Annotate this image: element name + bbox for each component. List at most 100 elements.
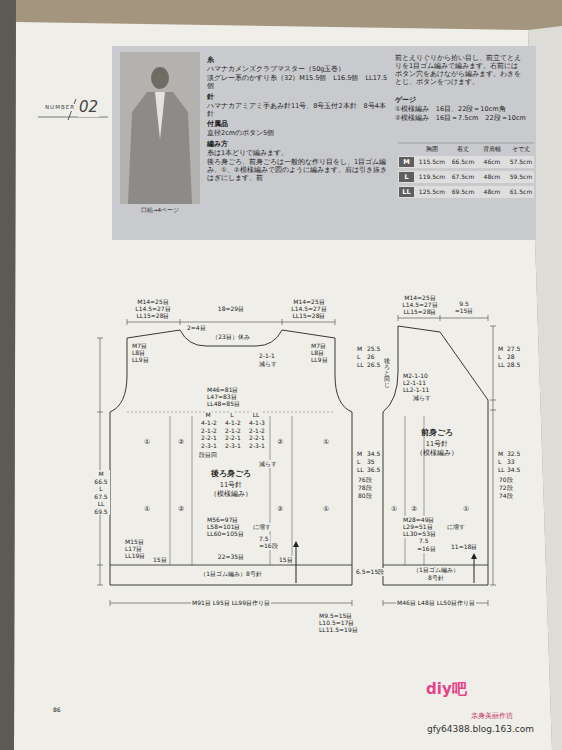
dimension-label: 7.5 bbox=[418, 537, 430, 545]
header-text: ゲージ bbox=[395, 96, 416, 104]
dimension-label: 減らす bbox=[412, 394, 432, 402]
head-figure bbox=[151, 67, 169, 89]
dimension-tick bbox=[97, 338, 103, 339]
dimension-label: 72段 bbox=[498, 484, 514, 492]
dimension-label: 28 bbox=[506, 353, 516, 361]
dimension-label: ① bbox=[143, 438, 151, 447]
dimension-label: 15目 bbox=[278, 556, 294, 564]
dimension-label: ② bbox=[276, 505, 284, 514]
dimension-label: 18=29目 bbox=[217, 305, 245, 313]
dimension-line bbox=[398, 318, 488, 319]
dimension-tick bbox=[383, 600, 384, 606]
dimension-label: LL15=28目 bbox=[292, 312, 327, 320]
dimension-label: 2=4目 bbox=[186, 324, 207, 332]
dimension-label: L bbox=[356, 458, 361, 466]
ribbing-line bbox=[110, 565, 352, 566]
dimension-label: M 66.5 L 67.5 LL 69.5 bbox=[92, 470, 110, 515]
dimension-label: =16段 bbox=[258, 542, 279, 550]
dimension-label: 4-1-2 2-1-2 2-2-1 2-3-1 bbox=[197, 419, 221, 449]
dimension-label: ② bbox=[276, 438, 284, 447]
size-badge: LL bbox=[399, 187, 414, 197]
dimension-label: 11=18目 bbox=[450, 543, 478, 551]
header-text: 69.5cm bbox=[452, 188, 475, 196]
dimension-tick bbox=[97, 585, 103, 586]
dimension-label: L bbox=[356, 353, 361, 361]
page-mark: gfy64388.blog.163.com bbox=[426, 724, 535, 735]
dimension-tick bbox=[110, 600, 111, 606]
dimension-tick bbox=[282, 319, 283, 325]
dimension-tick bbox=[180, 319, 181, 325]
back-piece: 後ろ身ごろ11号針（模様編み） bbox=[106, 326, 356, 589]
header-text: 胸囲 bbox=[426, 145, 438, 153]
header-text: 59.5cm bbox=[510, 173, 533, 181]
dimension-line bbox=[127, 322, 335, 323]
table-row bbox=[398, 156, 534, 168]
size-badge: L bbox=[399, 172, 414, 182]
dimension-label: 2-1-1 bbox=[258, 352, 276, 360]
dimension-label: LL11.5=19目 bbox=[318, 626, 359, 634]
dimension-tick bbox=[490, 326, 496, 327]
header-text: 付属品 bbox=[207, 120, 228, 128]
dimension-label: ① bbox=[322, 438, 330, 447]
piece-name: 11号針 bbox=[426, 440, 448, 448]
pattern-panel-line bbox=[405, 416, 406, 565]
header-ground bbox=[112, 46, 536, 240]
dimension-label: LL48=85目 bbox=[206, 400, 241, 408]
dimension-label: LL15=28目 bbox=[403, 308, 438, 316]
piece-outline-svg bbox=[106, 326, 356, 589]
header-text: 淡グレー系のかすり糸（32）M15.5個 L16.5個 LL17.5個 bbox=[207, 74, 392, 90]
dimension-label: （1目ゴム編み） bbox=[412, 566, 460, 574]
dimension-label: に増す bbox=[252, 523, 272, 531]
dimension-label: 35 bbox=[366, 458, 376, 466]
dimension-tick bbox=[490, 400, 496, 401]
pattern-panel-line bbox=[192, 416, 193, 565]
dimension-label: LL9目 bbox=[131, 356, 150, 364]
header-text: 糸は1本どりで編みます。 bbox=[207, 149, 288, 157]
shirt-figure bbox=[155, 92, 165, 140]
dimension-label: （23目）休み bbox=[211, 333, 251, 341]
dimension-label: LL60=105目 bbox=[206, 530, 245, 538]
dimension-label: LL bbox=[497, 466, 506, 474]
book-page bbox=[14, 22, 552, 750]
dimension-label: M bbox=[497, 345, 504, 353]
dimension-label: 33 bbox=[506, 458, 516, 466]
dimension-label: M bbox=[356, 450, 363, 458]
header-text: 48cm bbox=[484, 188, 501, 196]
pattern-panel-line bbox=[292, 416, 293, 565]
size-name: M bbox=[403, 158, 409, 166]
book-edge bbox=[0, 0, 16, 750]
dimension-label: =15目 bbox=[454, 307, 475, 315]
dimension-label: M bbox=[497, 450, 504, 458]
dimension-label: M bbox=[356, 345, 363, 353]
header-text: 着丈 bbox=[457, 145, 469, 153]
pattern-panel-line bbox=[170, 416, 171, 565]
dimension-label: L bbox=[497, 458, 502, 466]
piece-name: （模様編み） bbox=[416, 449, 458, 457]
dimension-label: ① bbox=[462, 505, 470, 514]
header-text: 67.5cm bbox=[452, 173, 475, 181]
dimension-label: ② bbox=[177, 505, 185, 514]
size-name: L bbox=[404, 173, 408, 181]
header-band: 口絵→4ページ糸ハマナカメンズクラブマスター（50g玉巻）淡グレー系のかすり糸（… bbox=[112, 46, 536, 240]
dimension-label: ① bbox=[322, 505, 330, 514]
header-text: そで丈 bbox=[512, 145, 530, 153]
dimension-label: =16目 bbox=[416, 545, 437, 553]
dimension-label: 34.5 bbox=[506, 466, 521, 474]
header-text: 57.5cm bbox=[510, 158, 533, 166]
header-text: 115.5cm bbox=[419, 158, 445, 166]
dimension-label: LL19目 bbox=[124, 552, 146, 560]
header-text: 針 bbox=[207, 93, 214, 101]
dimension-label: 15目 bbox=[152, 556, 168, 564]
dimension-label: 26.5 bbox=[366, 361, 381, 369]
dimension-label: M46目 L48目 LL50目作り目 bbox=[396, 599, 476, 607]
dimension-label: 02 bbox=[78, 98, 99, 117]
header-text: ②模様編み 16目＝7.5cm 22段＝10cm bbox=[395, 114, 530, 122]
size-badge: M bbox=[399, 157, 414, 167]
piece-name: 後ろ身ごろ bbox=[211, 469, 251, 478]
page-mark: diy吧 bbox=[425, 680, 468, 699]
dimension-tick bbox=[488, 315, 489, 321]
dimension-label: LL2-1-11 bbox=[402, 386, 430, 394]
dimension-tick bbox=[398, 315, 399, 321]
dimension-label: M91目 L95目 LL99目作り目 bbox=[191, 599, 271, 607]
header-text: 編み方 bbox=[207, 140, 228, 148]
